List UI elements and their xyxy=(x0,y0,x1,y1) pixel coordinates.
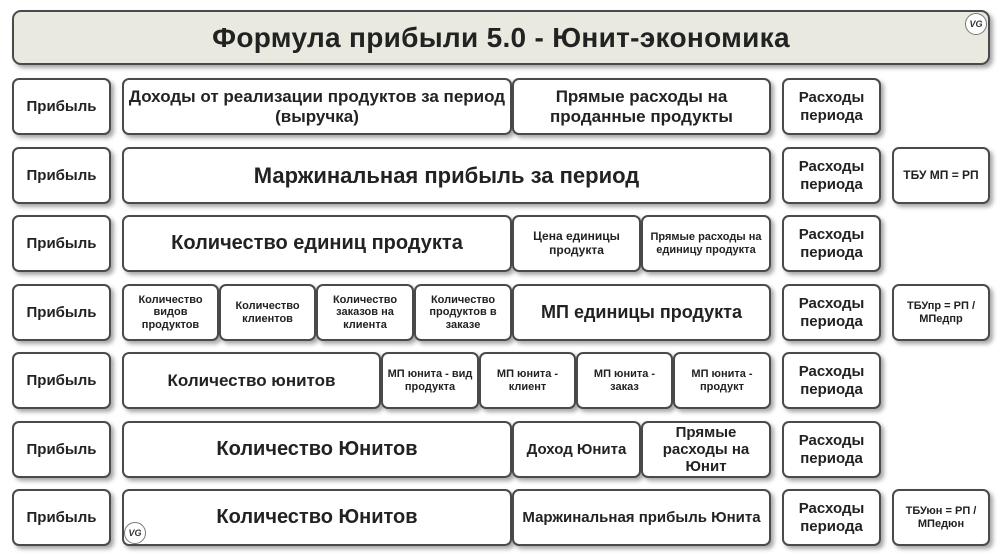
profit-box: Прибыль xyxy=(12,352,111,409)
vg-logo-icon: VG xyxy=(124,522,146,544)
units-count-box: Количество юнитов xyxy=(122,352,381,409)
product-types-count-box: Количество видов продуктов xyxy=(122,284,219,341)
unit-margin-product-type-box: МП юнита - вид продукта xyxy=(381,352,479,409)
period-costs-box: Расходы периода xyxy=(782,215,881,272)
unit-margin-client-box: МП юнита - клиент xyxy=(479,352,576,409)
profit-box: Прибыль xyxy=(12,489,111,546)
profit-box: Прибыль xyxy=(12,421,111,478)
unit-revenue-box: Доход Юнита xyxy=(512,421,641,478)
direct-costs-box: Прямые расходы на проданные продукты xyxy=(512,78,771,135)
profit-box: Прибыль xyxy=(12,147,111,204)
breakeven-note: ТБУ МП = РП xyxy=(892,147,990,204)
period-costs-box: Расходы периода xyxy=(782,284,881,341)
diagram-title: Формула прибыли 5.0 - Юнит-экономика xyxy=(12,10,990,65)
unit-margin-box: МП единицы продукта xyxy=(512,284,771,341)
period-costs-box: Расходы периода xyxy=(782,78,881,135)
products-per-order-box: Количество продуктов в заказе xyxy=(414,284,512,341)
period-costs-box: Расходы периода xyxy=(782,147,881,204)
period-costs-box: Расходы периода xyxy=(782,421,881,478)
clients-count-box: Количество клиентов xyxy=(219,284,316,341)
unit-marginal-profit-box: Маржинальная прибыль Юнита xyxy=(512,489,771,546)
vg-logo-icon: VG xyxy=(965,13,987,35)
breakeven-units-note: ТБУюн = РП / МПедюн xyxy=(892,489,990,546)
revenue-box: Доходы от реализации продуктов за период… xyxy=(122,78,512,135)
unit-direct-costs-box: Прямые расходы на единицу продукта xyxy=(641,215,771,272)
profit-box: Прибыль xyxy=(12,78,111,135)
orders-per-client-box: Количество заказов на клиента xyxy=(316,284,414,341)
product-quantity-box: Количество единиц продукта xyxy=(122,215,512,272)
units-count-box: Количество Юнитов xyxy=(122,489,512,546)
profit-box: Прибыль xyxy=(12,215,111,272)
breakeven-products-note: ТБУпр = РП / МПедпр xyxy=(892,284,990,341)
marginal-profit-box: Маржинальная прибыль за период xyxy=(122,147,771,204)
period-costs-box: Расходы периода xyxy=(782,489,881,546)
unit-price-box: Цена единицы продукта xyxy=(512,215,641,272)
period-costs-box: Расходы периода xyxy=(782,352,881,409)
unit-direct-costs-box: Прямые расходы на Юнит xyxy=(641,421,771,478)
unit-margin-product-box: МП юнита - продукт xyxy=(673,352,771,409)
unit-margin-order-box: МП юнита - заказ xyxy=(576,352,673,409)
units-count-box: Количество Юнитов xyxy=(122,421,512,478)
profit-box: Прибыль xyxy=(12,284,111,341)
